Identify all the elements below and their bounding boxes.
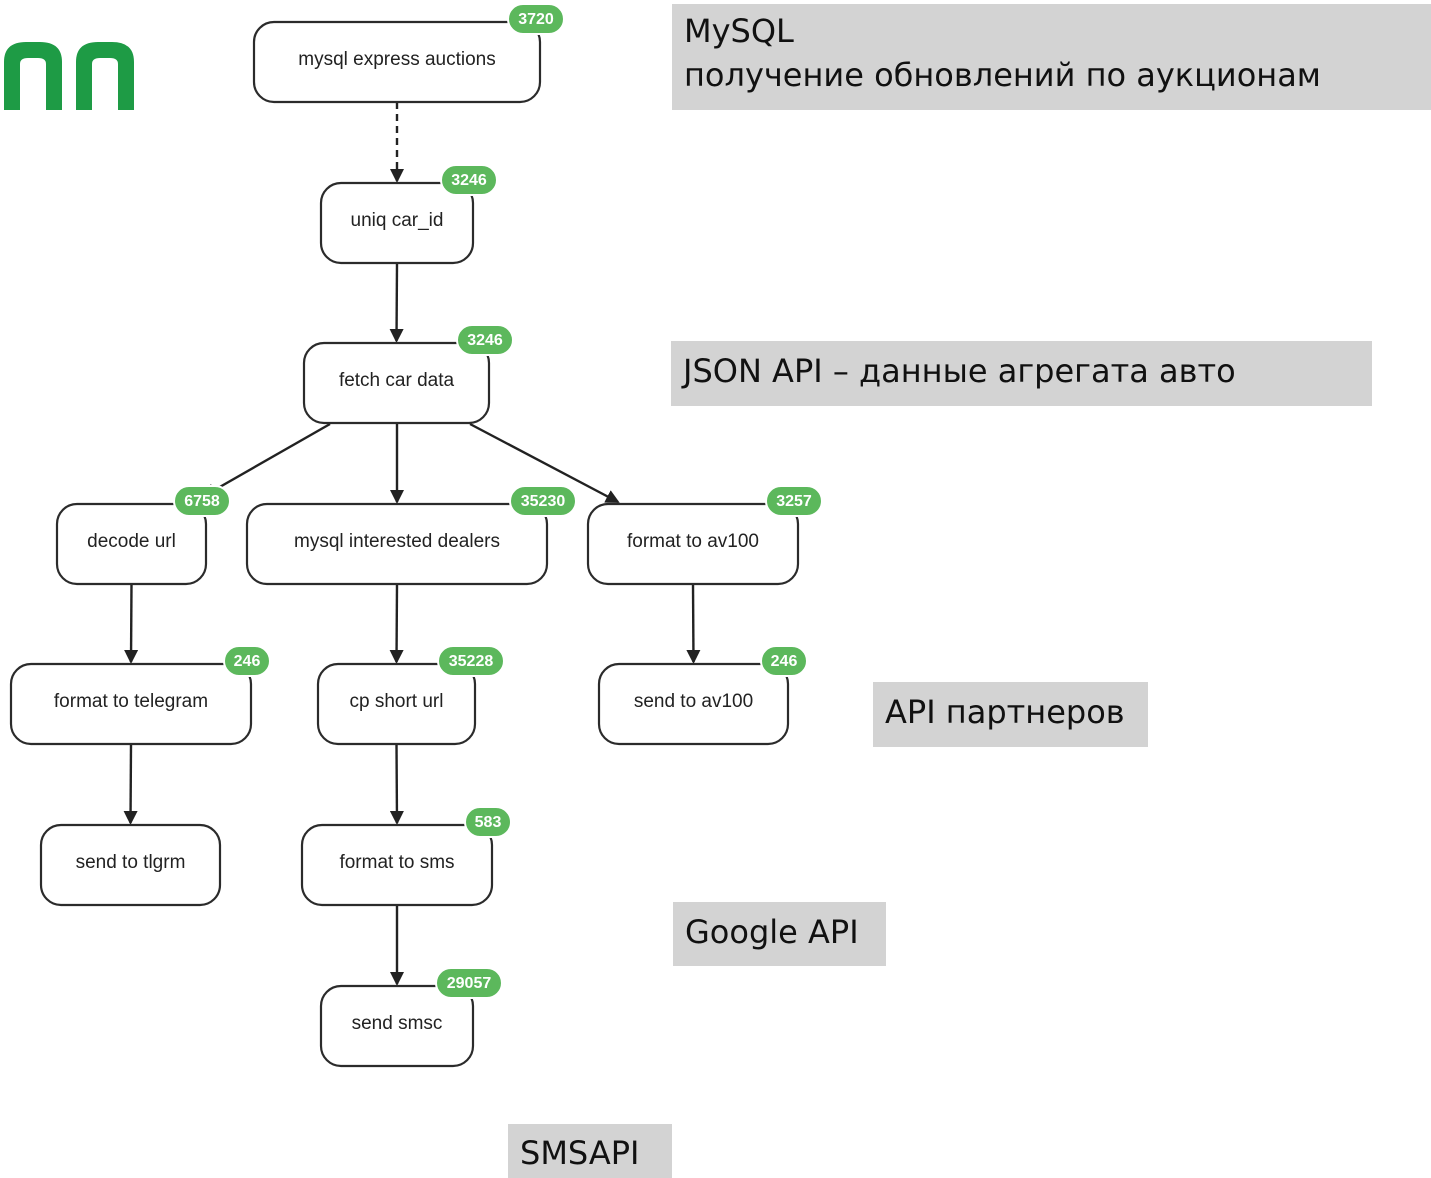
annotation-smsapi-text: SMSAPI bbox=[520, 1134, 640, 1172]
annotation-smsapi: SMSAPI bbox=[508, 1124, 672, 1178]
node-box bbox=[55, 502, 208, 586]
count-badge-label: 35230 bbox=[521, 493, 566, 510]
node-format-to-av100[interactable]: format to av100 3257 bbox=[586, 485, 823, 586]
node-box bbox=[300, 823, 494, 907]
node-send-to-av100[interactable]: send to av100 246 bbox=[597, 645, 808, 746]
count-badge-label: 583 bbox=[475, 814, 502, 831]
count-badge-label: 29057 bbox=[447, 975, 492, 992]
node-label: mysql express auctions bbox=[298, 49, 495, 70]
node-format-to-sms[interactable]: format to sms 583 bbox=[300, 806, 512, 907]
annotation-json-api: JSON API – данные агрегата авто bbox=[671, 341, 1372, 406]
count-badge bbox=[509, 485, 577, 517]
node-box bbox=[316, 662, 477, 746]
node-mysql-interested-dealers[interactable]: mysql interested dealers 35230 bbox=[245, 485, 577, 586]
count-badge bbox=[435, 967, 503, 999]
node-box bbox=[39, 823, 222, 907]
node-uniq-car-id[interactable]: uniq car_id 3246 bbox=[319, 164, 498, 265]
node-label: format to av100 bbox=[627, 531, 759, 552]
count-badge-label: 246 bbox=[771, 653, 798, 670]
node-box bbox=[319, 181, 475, 265]
node-format-to-telegram[interactable]: format to telegram 246 bbox=[9, 645, 271, 746]
node-label: format to telegram bbox=[54, 691, 208, 712]
edge-cp-short-url-to-format-to-sms bbox=[389, 743, 404, 825]
edge-fetch-car-data-to-format-to-av100 bbox=[469, 422, 620, 504]
node-label: mysql interested dealers bbox=[294, 531, 500, 552]
node-decode-url[interactable]: decode url 6758 bbox=[55, 485, 231, 586]
node-label: cp short url bbox=[350, 691, 444, 712]
node-label: uniq car_id bbox=[351, 210, 444, 231]
node-mysql-express-auctions[interactable]: mysql express auctions 3720 bbox=[252, 3, 565, 104]
node-label: fetch car data bbox=[339, 370, 455, 391]
brand-logo-icon bbox=[4, 42, 134, 110]
node-label: send smsc bbox=[352, 1013, 443, 1034]
count-badge bbox=[507, 3, 565, 35]
node-cp-short-url[interactable]: cp short url 35228 bbox=[316, 645, 505, 746]
node-box bbox=[252, 20, 542, 104]
node-label: send to tlgrm bbox=[76, 852, 186, 873]
node-label: format to sms bbox=[339, 852, 454, 873]
node-box bbox=[586, 502, 800, 586]
edge-format-to-av100-to-send-to-av100 bbox=[686, 583, 701, 664]
node-box bbox=[302, 341, 491, 425]
count-badge-label: 3257 bbox=[776, 493, 812, 510]
node-send-to-tlgrm[interactable]: send to tlgrm bbox=[39, 823, 222, 907]
count-badge bbox=[456, 324, 514, 356]
count-badge-label: 246 bbox=[234, 653, 261, 670]
node-box bbox=[319, 984, 475, 1068]
count-badge bbox=[173, 485, 231, 517]
count-badge bbox=[765, 485, 823, 517]
count-badge-label: 3720 bbox=[518, 11, 554, 28]
edges-layer bbox=[123, 102, 701, 986]
edge-format-to-telegram-to-send-to-tlgrm bbox=[123, 743, 138, 825]
edge-mysql-interested-dealers-to-cp-short-url bbox=[389, 583, 404, 664]
count-badge bbox=[223, 645, 271, 677]
edge-fetch-car-data-to-decode-url bbox=[202, 422, 331, 498]
node-label: decode url bbox=[87, 531, 176, 552]
node-label: send to av100 bbox=[634, 691, 753, 712]
node-box bbox=[9, 662, 253, 746]
count-badge bbox=[760, 645, 808, 677]
annotation-google-api-text: Google API bbox=[685, 913, 859, 951]
count-badge bbox=[464, 806, 512, 838]
nodes-layer: mysql express auctions 3720 uniq car_id 324… bbox=[9, 3, 823, 1068]
node-fetch-car-data[interactable]: fetch car data 3246 bbox=[302, 324, 514, 425]
count-badge bbox=[440, 164, 498, 196]
annotation-mysql: MySQL получение обновлений по аукционам bbox=[672, 4, 1431, 110]
annotation-json-api-text: JSON API – данные агрегата авто bbox=[683, 352, 1236, 390]
count-badge bbox=[437, 645, 505, 677]
annotation-partners-api-text: API партнеров bbox=[885, 693, 1125, 731]
edge-decode-url-to-format-to-telegram bbox=[124, 583, 139, 664]
node-send-smsc[interactable]: send smsc 29057 bbox=[319, 967, 503, 1068]
annotation-partners-api: API партнеров bbox=[873, 682, 1148, 747]
count-badge-label: 3246 bbox=[467, 332, 503, 349]
count-badge-label: 35228 bbox=[449, 653, 494, 670]
node-box bbox=[597, 662, 790, 746]
annotation-mysql-title: MySQL bbox=[684, 12, 794, 50]
annotation-mysql-subtitle: получение обновлений по аукционам bbox=[684, 55, 1321, 94]
count-badge-label: 3246 bbox=[451, 172, 487, 189]
node-box bbox=[245, 502, 549, 586]
annotation-google-api: Google API bbox=[673, 902, 886, 966]
count-badge-label: 6758 bbox=[184, 493, 220, 510]
edge-uniq-car-id-to-fetch-car-data bbox=[389, 262, 404, 343]
